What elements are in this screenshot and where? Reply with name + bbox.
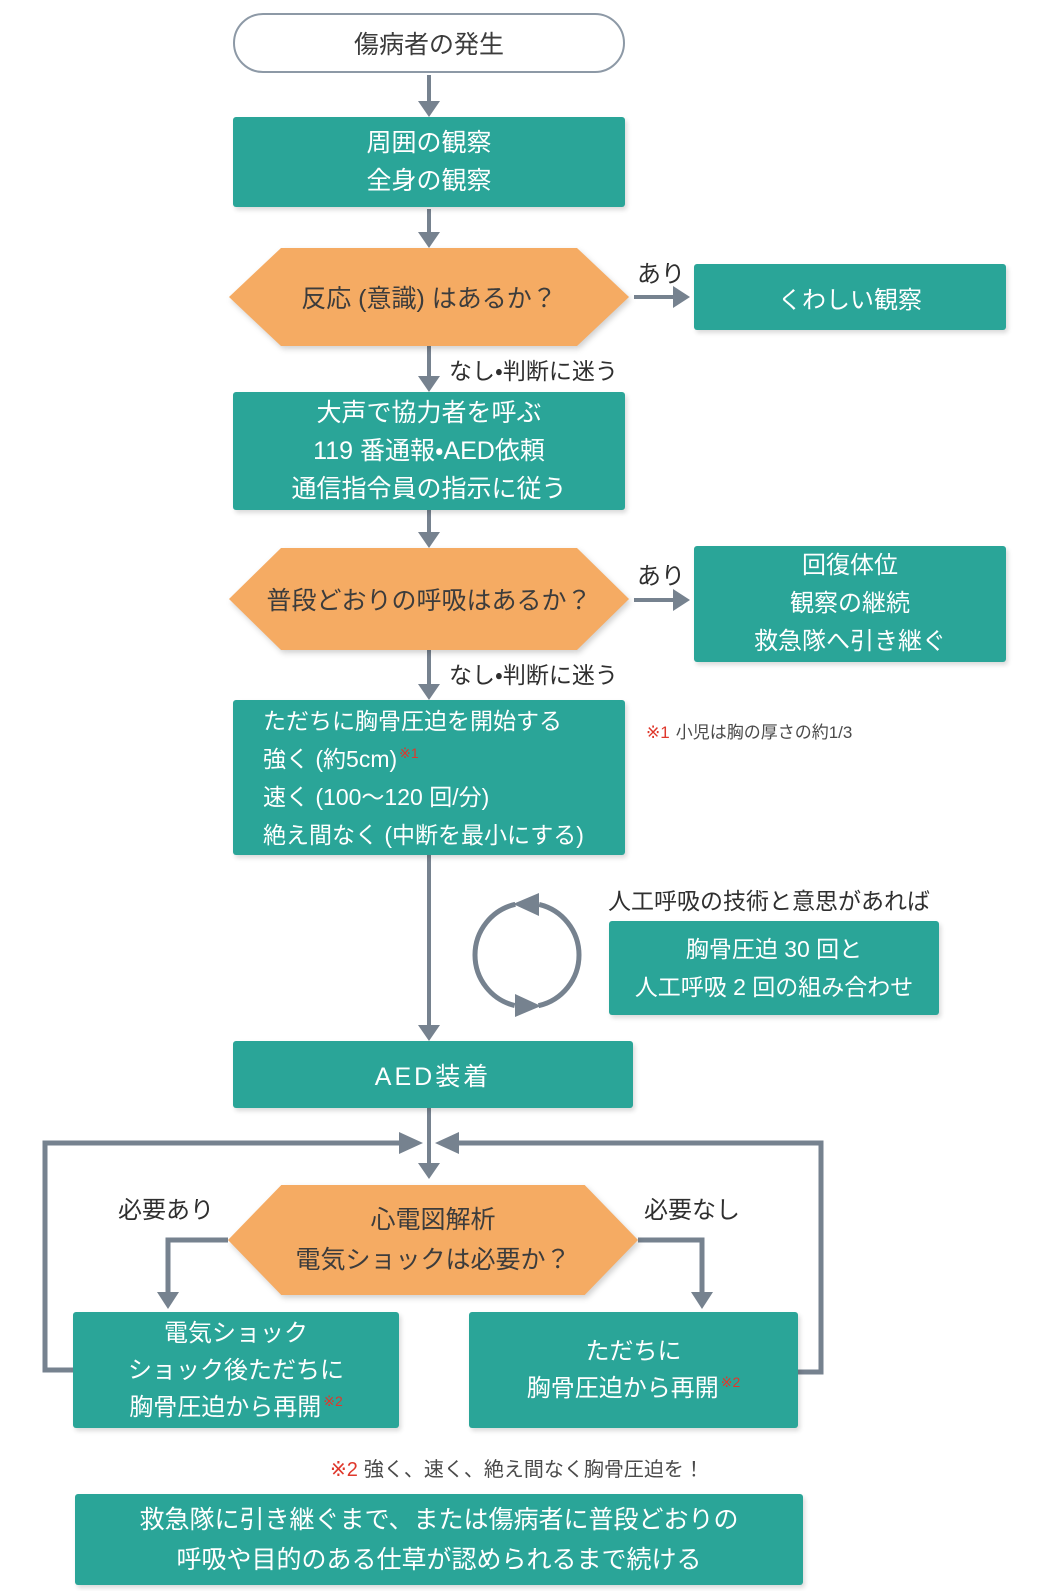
observe-line: 周囲の観察 [366, 129, 492, 157]
observe-box: 周囲の観察 全身の観察 [233, 117, 625, 207]
ref-1-marker: ※1 [399, 744, 419, 761]
shock-line: ショック後ただちに [128, 1356, 344, 1384]
ventilation-caption: 人工呼吸の技術と意思があれば [608, 888, 930, 914]
arrowhead [673, 286, 690, 308]
detailed-observation-label: くわしい観察 [778, 286, 922, 314]
ecg-decision-wrap: 心電図解析 電気ショックは必要か？ [228, 1185, 638, 1295]
arrowhead [418, 684, 440, 700]
arrowhead [418, 376, 440, 392]
recovery-line: 回復体位 [802, 552, 898, 579]
combo-line: 人工呼吸 2 回の組み合わせ [634, 974, 914, 1000]
footnote-1-marker: ※1 [646, 723, 670, 742]
arrowhead [673, 589, 690, 611]
continue-until-box: 救急隊に引き継ぐまで、または傷病者に普段どおりの 呼吸や目的のある仕草が認められ… [75, 1494, 803, 1585]
final-line: 救急隊に引き継ぐまで、または傷病者に普段どおりの [139, 1505, 739, 1534]
cpr-line: 速く (100〜120 回/分) [263, 783, 490, 810]
cpr-line: 強く (約5cm)※1 [263, 740, 419, 778]
ecg-decision: 心電図解析 電気ショックは必要か？ [228, 1185, 638, 1295]
aed-attach-label: AED装着 [374, 1062, 492, 1091]
start-label: 傷病者の発生 [353, 31, 504, 59]
breathing-decision: 普段どおりの呼吸はあるか？ [229, 548, 629, 650]
resume-line-text: 胸骨圧迫から再開 [526, 1375, 719, 1402]
cpr-line: ただちに胸骨圧迫を開始する [263, 707, 562, 734]
breathing-question: 普段どおりの呼吸はあるか？ [266, 587, 592, 615]
arrowhead [418, 101, 440, 117]
arrowhead [418, 532, 440, 548]
chest-compression-box: ただちに胸骨圧迫を開始する 強く (約5cm)※1 速く (100〜120 回/… [233, 700, 625, 855]
footnote-1-text: 小児は胸の厚さの約1/3 [675, 723, 853, 742]
breathing-yes-label: あり [637, 563, 685, 590]
arrowhead [435, 1132, 459, 1154]
recovery-position-box: 回復体位 観察の継続 救急隊へ引き継ぐ [694, 546, 1006, 662]
call-line: 大声で協力者を呼ぶ [316, 399, 542, 427]
shock-line-text: 胸骨圧迫から再開 [129, 1393, 322, 1421]
branch-shock-not-needed [638, 1237, 705, 1293]
response-decision-wrap: 反応 (意識) はあるか？ [229, 248, 629, 346]
ref-2-marker: ※2 [720, 1374, 741, 1390]
ecg-question-line: 電気ショックは必要か？ [295, 1246, 571, 1274]
combo-line: 胸骨圧迫 30 回と [685, 936, 863, 962]
resume-line: ただちに [585, 1338, 682, 1365]
detailed-observation-box: くわしい観察 [694, 264, 1006, 330]
observe-line: 全身の観察 [366, 167, 492, 195]
ecg-yes-label: 必要あり [118, 1197, 214, 1224]
ref-2-marker: ※2 [323, 1392, 343, 1409]
response-question: 反応 (意識) はあるか？ [301, 285, 557, 313]
cycle-arrowhead-bottom [515, 994, 541, 1017]
aed-attach-box: AED装着 [233, 1041, 633, 1108]
final-line: 呼吸や目的のある仕草が認められるまで続ける [176, 1545, 702, 1574]
ecg-no-label: 必要なし [644, 1197, 740, 1224]
arrowhead [691, 1292, 713, 1309]
ecg-question-line: 心電図解析 [370, 1206, 496, 1234]
repeat-cycle-icon [472, 900, 582, 1010]
start-node: 傷病者の発生 [233, 13, 625, 73]
shock-line: 電気ショック [164, 1319, 308, 1347]
response-decision: 反応 (意識) はあるか？ [229, 248, 629, 346]
cycle-arrowhead-top [513, 893, 539, 916]
resume-compression-box: ただちに 胸骨圧迫から再開※2 [469, 1312, 798, 1428]
footnote-1: ※1 小児は胸の厚さの約1/3 [646, 718, 852, 743]
response-yes-label: あり [637, 261, 685, 288]
arrowhead [418, 1025, 440, 1041]
response-no-label: なし・判断に迷う [449, 358, 618, 384]
resume-line: 胸骨圧迫から再開※2 [527, 1370, 741, 1407]
arrowhead [157, 1292, 179, 1309]
compression-ventilation-box: 胸骨圧迫 30 回と 人工呼吸 2 回の組み合わせ [609, 921, 939, 1015]
cpr-line: 絶え間なく (中断を最小にする) [263, 821, 584, 848]
electric-shock-box: 電気ショック ショック後ただちに 胸骨圧迫から再開※2 [73, 1312, 399, 1428]
branch-shock-needed [165, 1237, 228, 1293]
shock-line: 胸骨圧迫から再開※2 [129, 1389, 343, 1426]
arrowhead [399, 1132, 423, 1154]
arrowhead [418, 232, 440, 248]
footnote-2-marker: ※2 [330, 1459, 358, 1481]
breathing-decision-wrap: 普段どおりの呼吸はあるか？ [229, 548, 629, 650]
call-line: 通信指令員の指示に従う [291, 475, 567, 503]
recovery-line: 救急隊へ引き継ぐ [754, 628, 946, 655]
cpr-line-text: 強く (約5cm) [263, 745, 398, 772]
arrowhead [418, 1163, 440, 1179]
breathing-no-label: なし・判断に迷う [449, 662, 618, 688]
call-line: 119 番通報・AED依頼 [313, 437, 545, 465]
footnote-2-text: 強く、速く、絶え間なく胸骨圧迫を！ [363, 1459, 704, 1481]
call-for-help-box: 大声で協力者を呼ぶ 119 番通報・AED依頼 通信指令員の指示に従う [233, 392, 625, 510]
recovery-line: 観察の継続 [790, 590, 910, 617]
